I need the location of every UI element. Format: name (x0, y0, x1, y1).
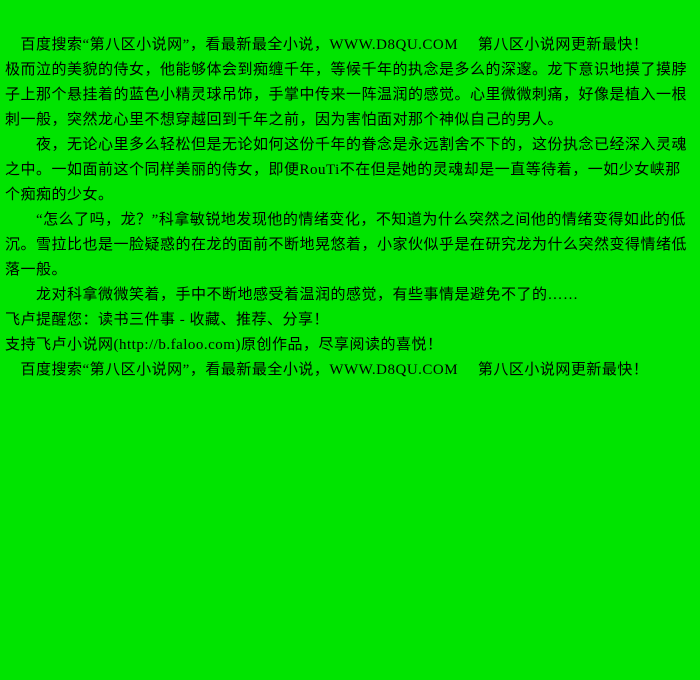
ad-banner-bottom: 百度搜索“第八区小说网”，看最新最全小说，WWW.D8QU.COM 第八区小说网… (5, 362, 649, 378)
novel-paragraph: 夜，无论心里多么轻松但是无论如何这份千年的眷念是永远割舍不下的，这份执念已经深入… (5, 137, 688, 203)
ad-banner-top: 百度搜索“第八区小说网”，看最新最全小说，WWW.D8QU.COM 第八区小说网… (5, 37, 649, 53)
novel-paragraph: 龙对科拿微微笑着，手中不断地感受着温润的感觉，有些事情是避免不了的…… (5, 287, 579, 303)
novel-paragraph: 极而泣的美貌的侍女，他能够体会到痴缠千年，等候千年的执念是多么的深邃。龙下意识地… (5, 62, 688, 128)
site-support-text: 支持飞卢小说网(http://b.faloo.com)原创作品，尽享阅读的喜悦！ (5, 337, 443, 353)
novel-paragraph: “怎么了吗，龙？”科拿敏锐地发现他的情绪变化，不知道为什么突然之间他的情绪变得如… (5, 212, 688, 278)
reader-reminder-text: 飞卢提醒您：读书三件事 - 收藏、推荐、分享！ (5, 312, 329, 328)
